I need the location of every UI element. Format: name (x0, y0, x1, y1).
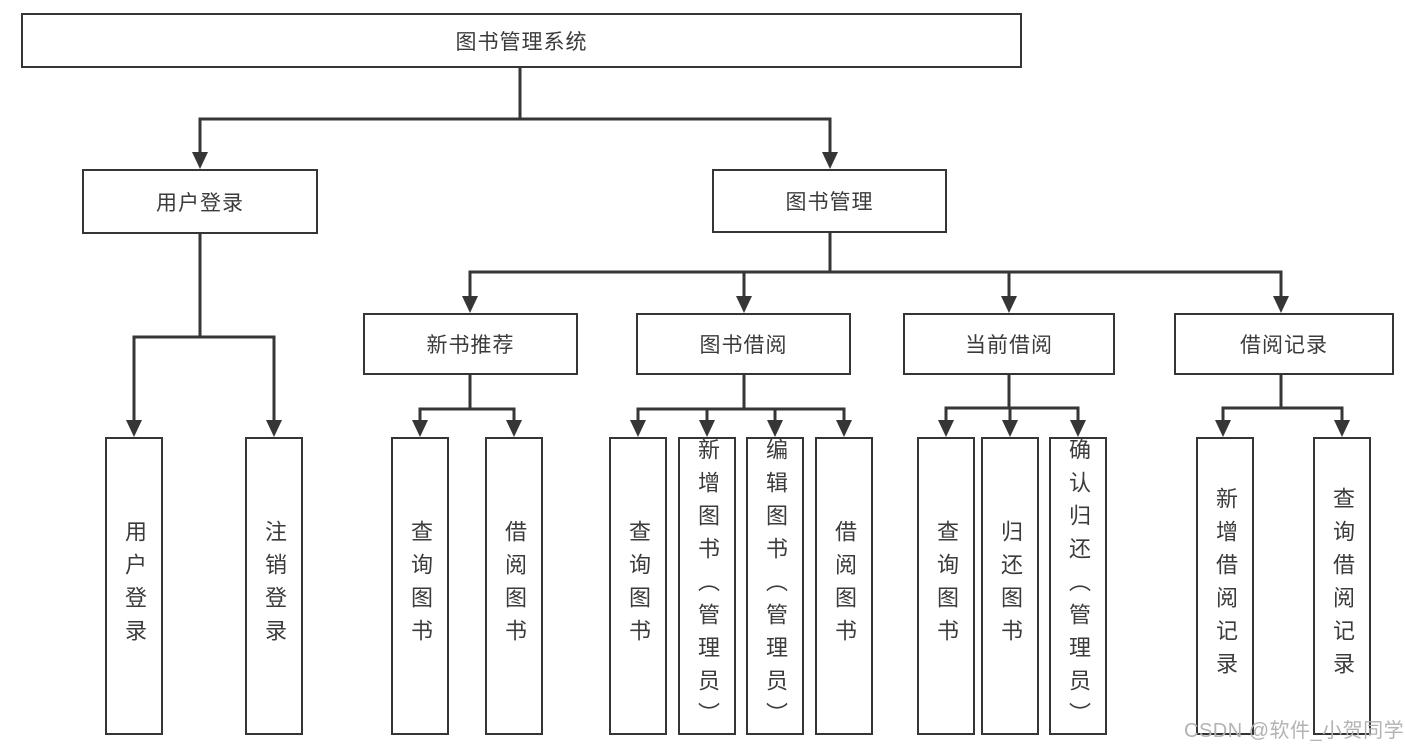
leaf-label: 编辑图书（管理员） (763, 437, 788, 735)
leaf-label: 用户登录 (122, 520, 147, 652)
leaf-label: 归还图书 (998, 520, 1023, 652)
leaf-label: 确认归还（管理员） (1066, 437, 1091, 735)
leaf-edit-books-admin: 编辑图书（管理员） (746, 437, 804, 735)
leaf-return-books: 归还图书 (981, 437, 1039, 735)
leaf-label: 注销登录 (262, 520, 287, 652)
leaf-borrow-books: 借阅图书 (815, 437, 873, 735)
arrowheads (126, 152, 1350, 437)
node-user-login-branch: 用户登录 (82, 169, 318, 234)
leaf-query-books-current: 查询图书 (917, 437, 975, 735)
node-library-management-system: 图书管理系统 (21, 13, 1022, 68)
leaf-label: 查询借阅记录 (1330, 487, 1355, 685)
csdn-watermark: CSDN @软件_小贺同学 (1184, 720, 1405, 742)
node-borrowing-records: 借阅记录 (1174, 313, 1394, 375)
leaf-logout: 注销登录 (245, 437, 303, 735)
leaf-query-books-borrowing: 查询图书 (609, 437, 667, 735)
leaf-user-login: 用户登录 (105, 437, 163, 735)
node-current-borrowing: 当前借阅 (903, 313, 1115, 375)
leaf-label: 查询图书 (934, 520, 959, 652)
leaf-confirm-return-admin: 确认归还（管理员） (1049, 437, 1107, 735)
node-label: 当前借阅 (965, 334, 1053, 357)
leaf-label: 借阅图书 (502, 520, 527, 652)
leaf-label: 查询图书 (626, 520, 651, 652)
leaf-borrow-books-recommend: 借阅图书 (485, 437, 543, 735)
node-label: 用户登录 (156, 191, 244, 215)
node-book-management-branch: 图书管理 (712, 169, 947, 233)
node-label: 图书管理 (785, 191, 874, 214)
node-new-book-recommendation: 新书推荐 (363, 313, 578, 375)
leaf-label: 新增图书（管理员） (695, 437, 720, 735)
leaf-label: 借阅图书 (832, 520, 857, 652)
node-label: 图书管理系统 (455, 30, 588, 54)
leaf-add-books-admin: 新增图书（管理员） (678, 437, 736, 735)
node-label: 图书借阅 (699, 334, 788, 357)
leaf-query-books-recommend: 查询图书 (391, 437, 449, 735)
node-label: 新书推荐 (426, 334, 515, 357)
leaf-query-borrow-record: 查询借阅记录 (1313, 437, 1371, 735)
leaf-add-borrow-record: 新增借阅记录 (1196, 437, 1254, 735)
leaf-label: 新增借阅记录 (1213, 487, 1238, 685)
node-label: 借阅记录 (1240, 334, 1328, 357)
leaf-label: 查询图书 (408, 520, 433, 652)
node-book-borrowing: 图书借阅 (636, 313, 851, 375)
